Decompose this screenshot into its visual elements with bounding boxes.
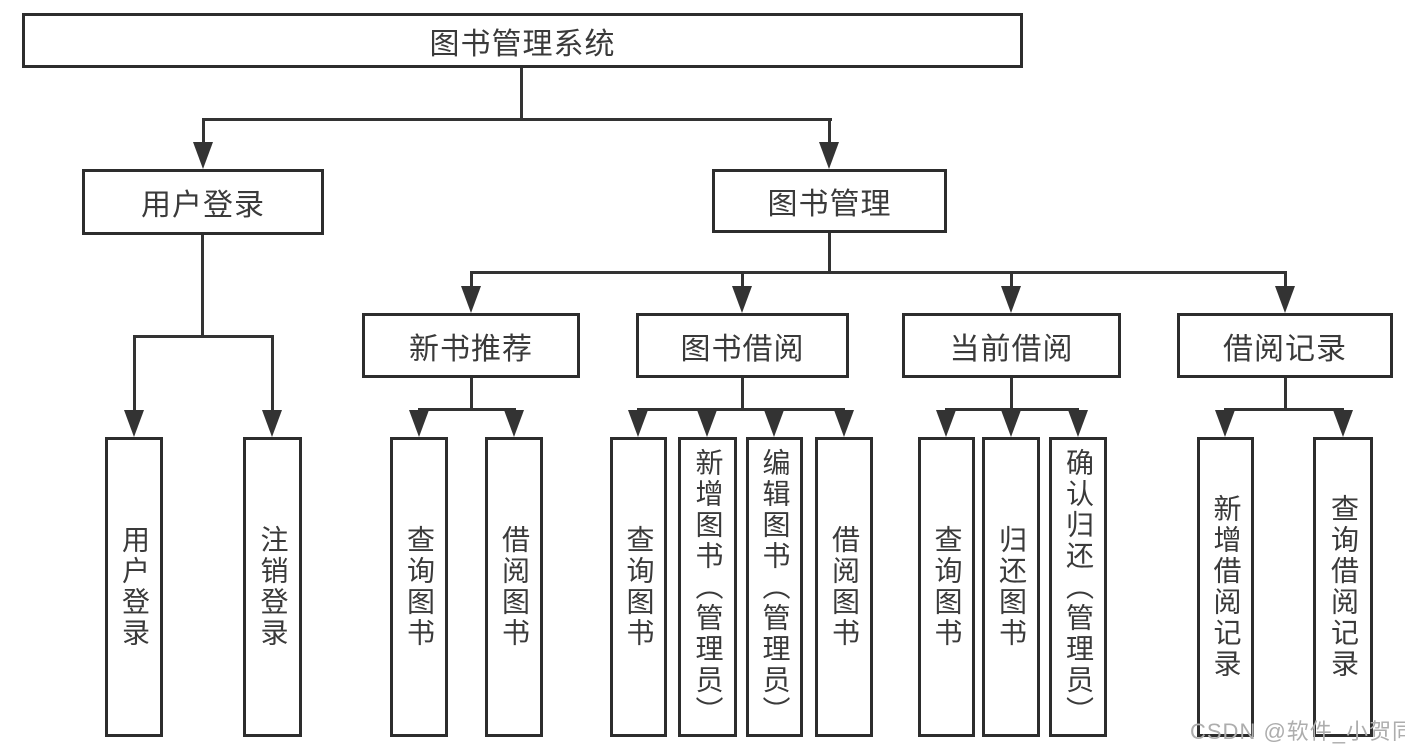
leaf-current-return-books: 归还图书 (982, 437, 1040, 737)
node-root-library-management-system: 图书管理系统 (22, 13, 1023, 68)
leaf-current-query-books-label: 查询图书 (931, 525, 963, 649)
leaf-borrowing-add-books-admin-label: 新增图书︵管理员︶ (692, 447, 724, 727)
connector-hline (418, 408, 516, 411)
connector-vline (271, 335, 274, 412)
arrow-down (1068, 410, 1088, 437)
leaf-borrowing-query-books: 查询图书 (610, 437, 667, 737)
leaf-records-add-borrow-record: 新增借阅记录 (1197, 437, 1254, 737)
leaf-current-query-books: 查询图书 (918, 437, 975, 737)
leaf-current-return-books-label: 归还图书 (996, 525, 1027, 649)
leaf-recommend-borrow-books-label: 借阅图书 (499, 525, 530, 649)
node-book-management: 图书管理 (712, 169, 947, 233)
connector-hline (202, 118, 832, 121)
arrow-down (764, 410, 784, 437)
arrow-down (732, 286, 752, 313)
csdn-watermark: CSDN @软件_小贺同学 (1190, 719, 1405, 744)
connector-vline (828, 233, 831, 273)
node-new-book-recommend: 新书推荐 (362, 313, 580, 378)
leaf-logout: 注销登录 (243, 437, 302, 737)
arrow-down (504, 410, 524, 437)
arrow-down (1001, 286, 1021, 313)
leaf-recommend-query-books: 查询图书 (390, 437, 448, 737)
connector-vline (1010, 271, 1013, 288)
leaf-recommend-query-books-label: 查询图书 (404, 525, 435, 649)
leaf-recommend-borrow-books: 借阅图书 (485, 437, 543, 737)
leaf-current-confirm-return-admin-label: 确认归还︵管理员︶ (1063, 447, 1094, 727)
arrow-down (697, 410, 717, 437)
arrow-down (124, 410, 144, 437)
leaf-user-login-label: 用户登录 (119, 525, 150, 649)
arrow-down (1275, 286, 1295, 313)
connector-hline (1224, 408, 1344, 411)
arrow-down (193, 142, 213, 169)
leaf-borrowing-add-books-admin: 新增图书︵管理员︶ (678, 437, 737, 737)
leaf-records-query-borrow-record-label: 查询借阅记录 (1328, 494, 1359, 680)
arrow-down (409, 410, 429, 437)
node-book-borrowing: 图书借阅 (636, 313, 849, 378)
leaf-records-query-borrow-record: 查询借阅记录 (1313, 437, 1373, 737)
connector-hline (945, 408, 1079, 411)
connector-vline (1010, 378, 1013, 410)
connector-vline (201, 235, 204, 337)
connector-vline (1284, 271, 1287, 288)
connector-vline (202, 118, 205, 144)
arrow-down (1333, 410, 1353, 437)
connector-vline (828, 118, 831, 144)
leaf-borrowing-borrow-books-label: 借阅图书 (829, 525, 860, 649)
connector-hline (637, 408, 845, 411)
arrow-down (262, 410, 282, 437)
connector-vline (470, 271, 473, 288)
leaf-borrowing-query-books-label: 查询图书 (623, 525, 655, 649)
leaf-borrowing-edit-books-admin-label: 编辑图书︵管理员︶ (759, 447, 791, 727)
connector-vline (470, 378, 473, 410)
arrow-down (834, 410, 854, 437)
leaf-user-login: 用户登录 (105, 437, 163, 737)
connector-vline (133, 335, 136, 412)
node-borrowing-records: 借阅记录 (1177, 313, 1393, 378)
arrow-down (1215, 410, 1235, 437)
connector-vline (520, 68, 523, 120)
connector-hline (133, 335, 274, 338)
arrow-down (461, 286, 481, 313)
connector-vline (1284, 378, 1287, 410)
leaf-logout-label: 注销登录 (257, 525, 289, 649)
connector-vline (741, 378, 744, 410)
arrow-down (819, 142, 839, 169)
leaf-borrowing-borrow-books: 借阅图书 (815, 437, 873, 737)
node-current-borrowing: 当前借阅 (902, 313, 1121, 378)
leaf-current-confirm-return-admin: 确认归还︵管理员︶ (1049, 437, 1107, 737)
node-user-login: 用户登录 (82, 169, 324, 235)
leaf-records-add-borrow-record-label: 新增借阅记录 (1210, 494, 1242, 680)
arrow-down (1001, 410, 1021, 437)
leaf-borrowing-edit-books-admin: 编辑图书︵管理员︶ (746, 437, 803, 737)
arrow-down (936, 410, 956, 437)
connector-vline (741, 271, 744, 288)
connector-hline (470, 271, 1286, 274)
arrow-down (628, 410, 648, 437)
